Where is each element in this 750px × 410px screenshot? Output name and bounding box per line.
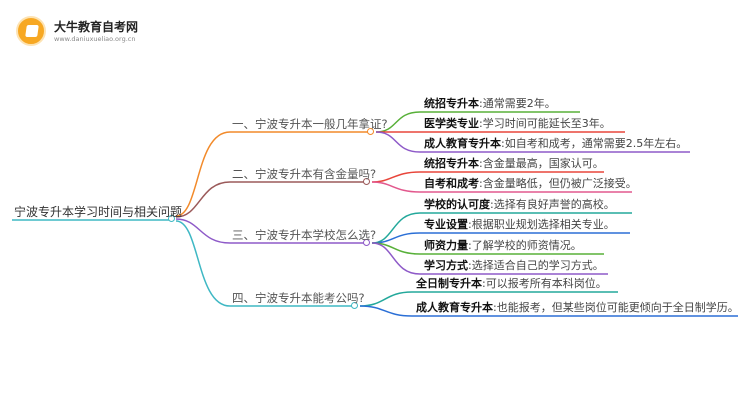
leaf-q1-1[interactable]: 统招专升本:通常需要2年。 bbox=[424, 97, 556, 110]
connector-q2-leaf2 bbox=[371, 181, 632, 193]
connector-q2 bbox=[175, 181, 364, 218]
root-node-dot[interactable] bbox=[168, 215, 175, 222]
leaf-q3-3[interactable]: 师资力量:了解学校的师资情况。 bbox=[424, 239, 582, 252]
question-4[interactable]: 四、宁波专升本能考公吗? bbox=[232, 291, 365, 305]
leaf-q2-1[interactable]: 统招专升本:含金量最高，国家认可。 bbox=[424, 157, 604, 170]
leaf-q1-3[interactable]: 成人教育专升本:如自考和成考，通常需要2.5年左右。 bbox=[424, 137, 688, 150]
connector-q3-leaf4 bbox=[371, 242, 608, 275]
site-logo[interactable]: 大牛教育自考网 www.daniuxueliao.org.cn bbox=[16, 16, 176, 50]
leaf-q4-2[interactable]: 成人教育专升本:也能报考，但某些岗位可能更倾向于全日制学历。 bbox=[416, 301, 739, 314]
connector-q1-leaf3 bbox=[375, 131, 690, 153]
connector-q4-leaf2 bbox=[359, 305, 738, 317]
leaf-q3-2[interactable]: 专业设置:根据职业规划选择相关专业。 bbox=[424, 218, 615, 231]
connector-q3 bbox=[175, 218, 364, 244]
question-1[interactable]: 一、宁波专升本一般几年拿证? bbox=[232, 117, 388, 131]
leaf-q4-1[interactable]: 全日制专升本:可以报考所有本科岗位。 bbox=[416, 277, 607, 290]
question-3[interactable]: 三、宁波专升本学校怎么选? bbox=[232, 228, 377, 242]
logo-url: www.daniuxueliao.org.cn bbox=[54, 35, 136, 43]
question-2[interactable]: 二、宁波专升本有含金量吗? bbox=[232, 167, 377, 181]
leaf-q3-1[interactable]: 学校的认可度:选择有良好声誉的高校。 bbox=[424, 198, 615, 211]
connector-q3-leaf2 bbox=[371, 232, 630, 244]
connector-q4-leaf1 bbox=[359, 291, 618, 307]
leaf-q2-2[interactable]: 自考和成考:含金量略低，但仍被广泛接受。 bbox=[424, 177, 637, 190]
q2-node-dot[interactable] bbox=[363, 178, 370, 185]
q4-node-dot[interactable] bbox=[351, 302, 358, 309]
logo-name: 大牛教育自考网 bbox=[54, 20, 139, 34]
connector-q1 bbox=[175, 131, 368, 217]
book-icon bbox=[16, 16, 46, 46]
root-topic[interactable]: 宁波专升本学习时间与相关问题 bbox=[14, 205, 183, 219]
q3-node-dot[interactable] bbox=[363, 239, 370, 246]
leaf-q1-2[interactable]: 医学类专业:学习时间可能延长至3年。 bbox=[424, 117, 611, 130]
connector-q4 bbox=[175, 220, 352, 307]
q1-node-dot[interactable] bbox=[367, 128, 374, 135]
leaf-q3-4[interactable]: 学习方式:选择适合自己的学习方式。 bbox=[424, 259, 604, 272]
